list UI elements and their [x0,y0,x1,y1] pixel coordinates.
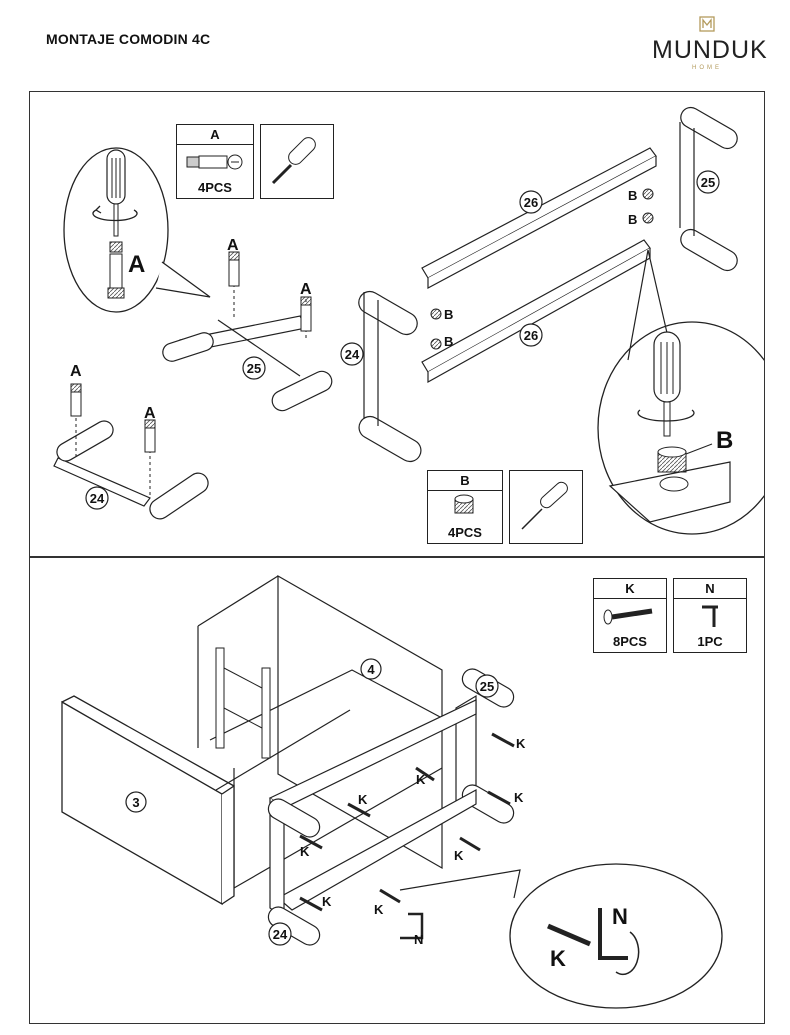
cabinet-body [197,574,443,890]
part-number-24: 24 [268,922,292,946]
hardware-quantity: 4PCS [198,180,232,195]
rail-26-lower [421,239,651,384]
dowel-label: A [227,237,239,254]
part-number-26: 26 [519,323,543,347]
svg-text:25: 25 [480,679,494,694]
hardware-quantity: 8PCS [613,634,647,649]
part-number-3: 3 [125,791,147,813]
svg-text:26: 26 [524,195,538,210]
callout-letter-b: B [716,427,733,454]
dowel-icon [186,154,243,170]
callout-letter-n: N [612,904,628,929]
callout-letter-a: A [128,251,145,278]
screw-label: K [516,736,526,751]
screwdriver-icon [521,481,568,530]
hardware-letter: B [428,471,502,491]
screw-label: K [374,902,384,917]
part-number-25: 25 [475,674,499,698]
brand-logo: MUNDUK HOME [652,16,768,72]
dowel-icon [228,251,312,332]
screw-callout: K N [399,863,723,1009]
part-number-25: 25 [696,170,720,194]
part-number-25: 25 [242,356,266,380]
screw-label: K [416,772,426,787]
hardware-letter: A [177,125,253,145]
screw-icon [603,608,653,625]
leg-frame-25 [162,262,333,412]
hardware-quantity: 4PCS [448,525,482,540]
dowel-label: A [300,281,312,298]
dowel-callout: A [63,147,211,313]
svg-text:26: 26 [524,328,538,343]
cam-label: B [628,188,637,203]
svg-text:24: 24 [345,347,360,362]
callout-letter-k: K [550,946,566,971]
dowel-label: A [144,405,156,422]
screw-label: K [454,848,464,863]
svg-text:4: 4 [367,662,375,677]
part-number-24: 24 [85,486,109,510]
screw-label: K [358,792,368,807]
screw-label: K [300,844,310,859]
hardware-n-box: N 1PC [673,578,747,653]
screw-icon [299,732,515,912]
front-panel-3 [61,695,235,906]
cam-callout: B [597,249,764,535]
hardware-a-box: A 4PCS [176,124,254,199]
hardware-letter: N [674,579,746,599]
cam-label: B [444,307,453,322]
svg-text:24: 24 [273,927,288,942]
hardware-b-box: B 4PCS [427,470,503,544]
dowel-label: A [70,363,82,380]
part-number-4: 4 [360,658,382,680]
leg-frame-24 [53,418,209,520]
screw-label: K [514,790,524,805]
cam-lock-icon [430,188,654,350]
hardware-quantity: 1PC [697,634,723,649]
part-number-24: 24 [340,342,364,366]
cam-lock-icon [454,494,474,514]
tool-screwdriver-box [260,124,334,199]
brand-subtitle: HOME [692,65,722,71]
step-1-drawing: A A A A A [53,106,764,535]
hardware-letter: K [594,579,666,599]
step-2-panel: K K K K K K K K N K N 3 4 [29,557,765,1024]
screwdriver-icon [653,331,681,437]
rail-26-upper [421,147,657,290]
screwdriver-icon [271,137,316,185]
dowel-icon [70,383,156,453]
svg-text:3: 3 [132,795,139,810]
side-frame-24 [358,290,422,463]
part-number-26: 26 [519,190,543,214]
wrench-label: N [414,932,423,947]
dowel-icon [107,241,125,299]
svg-text:25: 25 [701,175,715,190]
step-1-panel: A A A A A [29,91,765,557]
cam-label: B [444,334,453,349]
allen-key-icon [702,605,718,627]
leg-frame-24 [267,699,477,946]
allen-key-icon [400,912,424,940]
tool-screwdriver-box [509,470,583,544]
screw-label: K [322,894,332,909]
side-frame-25 [679,106,738,272]
svg-text:24: 24 [90,491,105,506]
svg-text:25: 25 [247,361,261,376]
step-2-drawing: K K K K K K K K N K N 3 4 [61,574,723,1009]
brand-mark-icon [699,16,715,32]
cam-label: B [628,212,637,227]
page-title: MONTAJE COMODIN 4C [46,31,211,47]
hardware-k-box: K 8PCS [593,578,667,653]
brand-name: MUNDUK [652,36,768,64]
